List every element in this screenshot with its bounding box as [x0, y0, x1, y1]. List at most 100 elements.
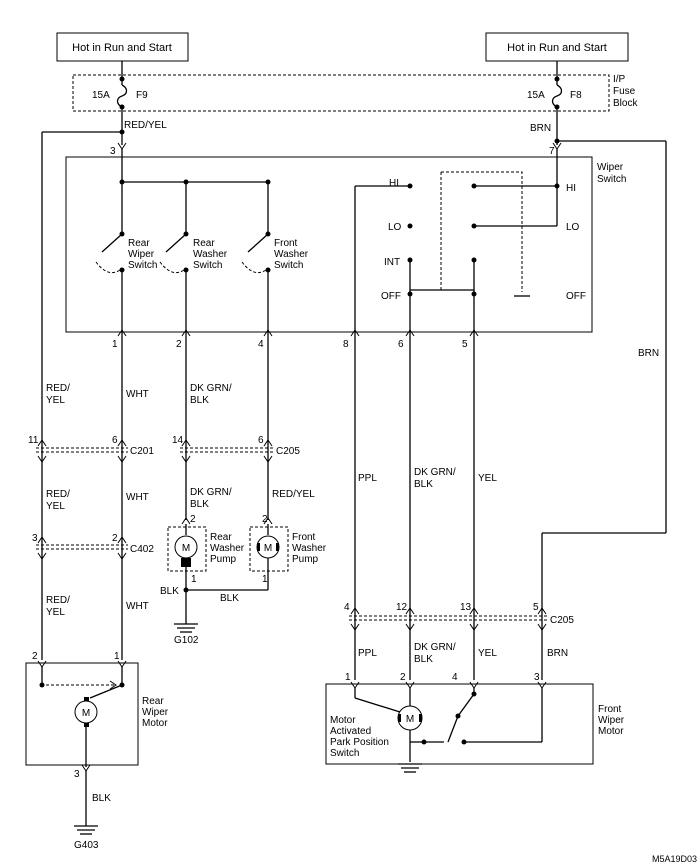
c201-pin-6: 6 [112, 435, 118, 446]
ws-pin-2: 2 [176, 339, 182, 350]
rear-washer-pump: 2 M 1 Rear Washer Pump [167, 514, 245, 590]
park-switch-4: Switch [330, 748, 359, 759]
c201-label: C201 [130, 446, 154, 457]
mode-lo: LO [388, 222, 402, 233]
wire-red-yel-1b: YEL [46, 395, 65, 406]
wire-wht-1: WHT [126, 389, 149, 400]
mode-hi-right: HI [566, 183, 576, 194]
front-washer-switch-1: Front [274, 238, 298, 249]
front-pump-pin-1: 1 [262, 574, 268, 585]
c201-pin-11: 11 [28, 435, 39, 446]
wire-blk-mid: BLK [220, 593, 239, 604]
wiper-switch-pins: 1 2 4 8 6 5 [112, 329, 479, 350]
rear-pump-motor-symbol: M [182, 543, 190, 554]
front-washer-pump-1: Front [292, 532, 316, 543]
power-source-left: Hot in Run and Start [56, 32, 189, 62]
fm-pin-2: 2 [400, 672, 406, 683]
fuse-block-label-2: Fuse [613, 86, 636, 97]
front-motor-symbol: M [406, 714, 414, 725]
wire-dkgrn-blk-1a: DK GRN/ [190, 383, 232, 394]
rear-motor-symbol: M [82, 708, 90, 719]
c402-pin-2: 2 [112, 533, 118, 544]
rear-washer-pump-2: Washer [210, 543, 245, 554]
fuse-block-label-3: Block [613, 98, 638, 109]
wiper-switch-label-1: Wiper [597, 162, 624, 173]
power-source-right: Hot in Run and Start [485, 32, 629, 62]
wire-brn-2: BRN [547, 648, 568, 659]
wire-yel-1: YEL [478, 473, 497, 484]
wire-red-yel-2b: YEL [46, 501, 65, 512]
wire-ppl-2: PPL [358, 648, 377, 659]
rear-washer-switch-3: Switch [193, 260, 222, 271]
wire-red-yel-3b: YEL [46, 607, 65, 618]
front-wiper-motor-2: Wiper [598, 715, 625, 726]
figure-code: M5A19D03 [652, 854, 697, 864]
mode-off: OFF [381, 291, 401, 302]
ws-pin-3: 3 [110, 146, 116, 157]
front-washer-pump-2: Washer [292, 543, 327, 554]
rear-washer-pump-1: Rear [210, 532, 232, 543]
ws-pin-5: 5 [462, 339, 468, 350]
connector-c205-upper: 14 6 C205 [172, 435, 300, 463]
front-wiper-motor: 1 2 4 3 Front Wiper Motor M Motor Activa… [325, 672, 625, 773]
ws-pin-1: 1 [112, 339, 118, 350]
rear-wiper-switch-3: Switch [128, 260, 157, 271]
c205-lower-pin-4: 4 [344, 602, 350, 613]
wire-red-yel-3a: RED/ [46, 595, 70, 606]
mode-off-right: OFF [566, 291, 586, 302]
front-washer-switch-2: Washer [274, 249, 309, 260]
mode-hi: HI [389, 178, 399, 189]
rear-wiper-motor-2: Wiper [142, 707, 169, 718]
rear-pump-pin-2: 2 [190, 514, 196, 525]
front-pump-pin-2: 2 [262, 514, 268, 525]
front-washer-pump: 2 M 1 Front Washer Pump [249, 514, 327, 590]
mode-lo-right: LO [566, 222, 580, 233]
rear-wiper-motor-1: Rear [142, 696, 164, 707]
wire-red-yel-2a: RED/ [46, 489, 70, 500]
c205-pin-14: 14 [172, 435, 184, 446]
wire-dkgrn-blk-1b: BLK [190, 395, 209, 406]
connector-c201: 11 6 C201 [28, 435, 154, 463]
power-source-left-label: Hot in Run and Start [72, 42, 172, 54]
wire-red-yel-pump: RED/YEL [272, 489, 315, 500]
wire-brn-top: BRN [530, 123, 551, 134]
ws-pin-6: 6 [398, 339, 404, 350]
c205-lower-pin-5: 5 [533, 602, 539, 613]
rm-pin-2: 2 [32, 651, 38, 662]
rear-wiper-switch-1: Rear [128, 238, 150, 249]
ground-g403: G403 [74, 825, 99, 851]
connector-c205-lower: 4 12 13 5 C205 [344, 602, 574, 631]
power-source-right-label: Hot in Run and Start [507, 42, 607, 54]
fuse-f8-id: F8 [570, 90, 582, 101]
front-wiper-motor-3: Motor [598, 726, 624, 737]
mode-int: INT [384, 257, 400, 268]
rear-washer-pump-3: Pump [210, 554, 237, 565]
fuse-f9-rating: 15A [92, 90, 110, 101]
rear-washer-switch-1: Rear [193, 238, 215, 249]
rear-wiper-switch-2: Wiper [128, 249, 155, 260]
front-washer-switch-3: Switch [274, 260, 303, 271]
wire-brn-right: BRN [638, 348, 659, 359]
wire-yel-2: YEL [478, 648, 497, 659]
rear-wiper-motor-3: Motor [142, 718, 168, 729]
rear-wiper-motor: 2 1 Rear Wiper Motor M [25, 651, 169, 767]
wire-dkgrn-blk-3b: BLK [414, 479, 433, 490]
ground-g102: G102 [174, 623, 199, 646]
park-switch-2: Activated [330, 726, 371, 737]
fm-pin-1: 1 [345, 672, 351, 683]
connector-c402: 3 2 C402 [32, 533, 154, 560]
c205-lower-pin-12: 12 [396, 602, 408, 613]
wire-ppl-1: PPL [358, 473, 377, 484]
c205-upper-label: C205 [276, 446, 300, 457]
fm-pin-3: 3 [534, 672, 540, 683]
wire-wht-3: WHT [126, 601, 149, 612]
c402-pin-3: 3 [32, 533, 38, 544]
wire-dkgrn-blk-4b: BLK [414, 654, 433, 665]
c205-pin-6: 6 [258, 435, 264, 446]
fuse-f8-rating: 15A [527, 90, 545, 101]
wire-dkgrn-blk-3a: DK GRN/ [414, 467, 456, 478]
c402-label: C402 [130, 544, 154, 555]
front-wiper-motor-1: Front [598, 704, 622, 715]
front-pump-motor-symbol: M [264, 543, 272, 554]
